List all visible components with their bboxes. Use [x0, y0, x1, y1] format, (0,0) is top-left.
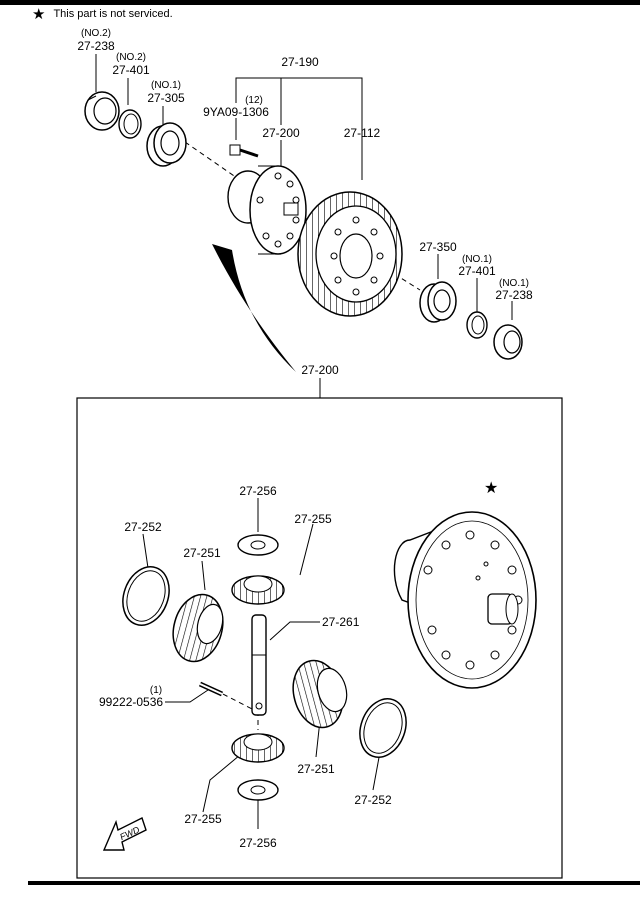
callout-sub: (12) — [245, 95, 263, 106]
ring-gear-27-112 — [297, 191, 403, 317]
bearing-27-350 — [419, 281, 457, 323]
star-icon: ★ — [32, 5, 46, 23]
star-icon: ★ — [484, 480, 499, 497]
leader-lines-top — [95, 54, 513, 398]
callout-27-251-right: 27-251 — [297, 762, 335, 776]
diff-case-27-200 — [227, 165, 307, 255]
callout-27-238-no2: 27-238 — [77, 39, 115, 53]
top-rule — [0, 0, 640, 5]
callout-9ya09-1306: 9YA09-1306 — [203, 105, 269, 119]
callout-27-350: 27-350 — [419, 240, 457, 254]
bolt-9ya09-1306 — [229, 144, 259, 158]
callout-27-256-top: 27-256 — [239, 484, 277, 498]
callout-27-255-top: 27-255 — [294, 512, 332, 526]
fwd-arrow-icon: FWD — [102, 817, 147, 851]
callout-sub: (1) — [149, 685, 163, 696]
callout-sub: (NO.2) — [81, 28, 111, 39]
side-gear-27-251-right — [292, 659, 348, 729]
callout-sub: (NO.2) — [116, 52, 146, 63]
side-gear-27-251-left — [172, 593, 224, 663]
callout-27-238-no1: 27-238 — [495, 288, 533, 302]
detail-frame — [76, 397, 563, 879]
thrust-washer-27-252-left — [122, 566, 170, 626]
leader-lines-inner — [142, 498, 381, 829]
callout-sub: (NO.1) — [151, 80, 181, 91]
seal-27-238-no1 — [493, 324, 523, 360]
callout-27-255-bottom: 27-255 — [184, 812, 222, 826]
pinion-shaft-27-261 — [251, 614, 267, 716]
detail-title: 27-200 — [301, 363, 339, 377]
pinion-gear-27-255-bottom — [231, 733, 285, 763]
shim-27-401-no1 — [466, 311, 488, 339]
shim-27-401-no2 — [118, 109, 142, 139]
thrust-washer-27-252-right — [359, 698, 407, 758]
seal-27-238-no2 — [84, 91, 120, 131]
callout-27-112: 27-112 — [343, 126, 381, 140]
legend-note-text: This part is not serviced. — [53, 8, 173, 20]
callout-27-200: 27-200 — [262, 126, 300, 140]
callout-27-252-right: 27-252 — [354, 793, 392, 807]
pinion-gear-27-255-top — [231, 575, 285, 605]
callout-27-305: 27-305 — [147, 91, 185, 105]
washer-27-256-top — [237, 534, 279, 556]
pin-99222-0536 — [198, 681, 224, 697]
legend-note: ★ This part is not serviced. — [32, 5, 173, 23]
bottom-rule — [28, 881, 640, 885]
callout-sub: (NO.1) — [462, 254, 492, 265]
bearing-27-305 — [146, 122, 187, 167]
callout-27-190: 27-190 — [281, 55, 319, 69]
detail-arrow — [212, 244, 296, 372]
callout-27-252-left: 27-252 — [124, 520, 162, 534]
callout-27-256-bottom: 27-256 — [239, 836, 277, 850]
diff-case-unserviced — [393, 511, 537, 689]
callout-27-251-left: 27-251 — [183, 546, 221, 560]
callout-27-401-no2: 27-401 — [112, 63, 150, 77]
callout-27-401-no1: 27-401 — [458, 264, 496, 278]
callout-27-261: 27-261 — [322, 615, 360, 629]
callout-99222-0536: 99222-0536 — [99, 695, 164, 709]
callout-sub: (NO.1) — [499, 278, 529, 289]
washer-27-256-bottom — [237, 779, 279, 801]
